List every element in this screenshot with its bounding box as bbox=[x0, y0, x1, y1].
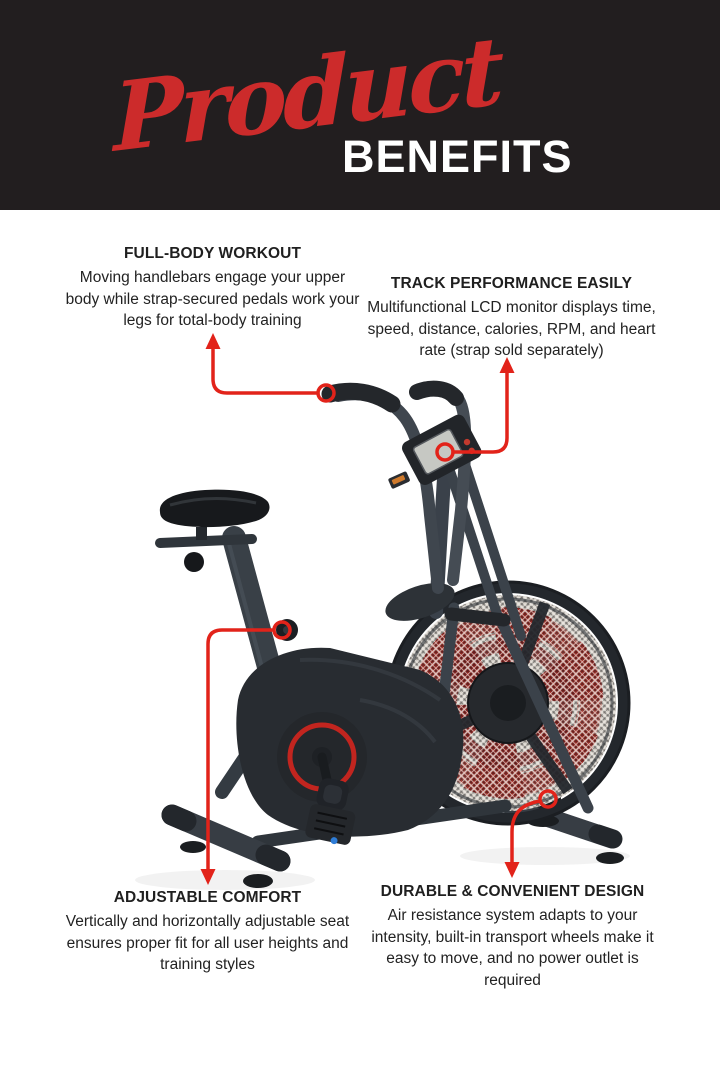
leveling-foot bbox=[527, 815, 559, 827]
seat-assembly bbox=[155, 489, 298, 712]
arrowhead-up-icon bbox=[205, 333, 221, 349]
connector-line-full-body bbox=[211, 345, 320, 395]
wheel-rim bbox=[388, 583, 628, 823]
front-post bbox=[429, 421, 454, 619]
callout-title: TRACK PERFORMANCE EASILY bbox=[390, 275, 633, 292]
console-monitor bbox=[402, 414, 482, 485]
callout-durable-design: DURABLE & CONVENIENT DESIGN Air resistan… bbox=[365, 882, 660, 991]
leveling-foot bbox=[180, 841, 206, 853]
seat-rail bbox=[155, 534, 257, 548]
callout-title: ADJUSTABLE COMFORT bbox=[113, 889, 302, 906]
wheel-spokes bbox=[408, 601, 573, 795]
leveling-foot bbox=[243, 874, 273, 888]
console-button bbox=[463, 438, 471, 446]
callout-body: Air resistance system adapts to your int… bbox=[371, 907, 654, 989]
seat-rail-knob bbox=[184, 552, 204, 572]
connector-line-durable bbox=[510, 799, 542, 866]
wheel-handle bbox=[444, 607, 511, 627]
front-stabilizer bbox=[161, 721, 291, 888]
bike-frame bbox=[251, 421, 594, 849]
callout-adjustable-comfort: ADJUSTABLE COMFORT Vertically and horizo… bbox=[60, 888, 355, 976]
fan-wheel bbox=[385, 580, 631, 826]
seat-post bbox=[222, 526, 290, 712]
header-title-word: BENEFITS bbox=[342, 131, 573, 182]
connector-line-performance bbox=[451, 369, 509, 454]
connector-line-comfort bbox=[206, 628, 276, 873]
arrowhead-down-icon bbox=[200, 869, 216, 885]
console-button bbox=[468, 447, 475, 455]
handlebars bbox=[321, 380, 472, 594]
leveling-foot bbox=[596, 852, 624, 864]
center-rail bbox=[251, 799, 512, 849]
fan-blades bbox=[412, 607, 604, 799]
brand-logo-plate bbox=[388, 471, 410, 489]
rear-stabilizer bbox=[477, 786, 624, 864]
callout-annotations bbox=[200, 333, 558, 885]
pedal bbox=[305, 778, 356, 845]
left-handlebar-grip bbox=[321, 382, 401, 413]
drive-housing bbox=[236, 583, 464, 845]
crank-red-ring bbox=[287, 722, 357, 792]
arrowhead-down-icon bbox=[504, 862, 520, 878]
callout-title: FULL-BODY WORKOUT bbox=[123, 245, 302, 262]
callout-body: Moving handlebars engage your upper body… bbox=[65, 269, 360, 329]
marker-ring-handlebar bbox=[316, 383, 336, 403]
pedal-blue-cap bbox=[330, 837, 338, 845]
crank-arm bbox=[317, 752, 339, 817]
fan-cage-mesh bbox=[400, 595, 616, 811]
marker-ring-monitor bbox=[435, 442, 455, 462]
callout-title: DURABLE & CONVENIENT DESIGN bbox=[380, 883, 645, 900]
left-handlebar-arm bbox=[332, 388, 444, 594]
marker-ring-seat-knob bbox=[272, 620, 292, 640]
callout-body: Vertically and horizontally adjustable s… bbox=[65, 913, 350, 973]
bike-illustration bbox=[135, 380, 631, 890]
lcd-screen bbox=[412, 428, 464, 475]
wheel-hub bbox=[467, 662, 549, 744]
seat-adjust-knob bbox=[276, 619, 298, 641]
rear-upright bbox=[494, 612, 594, 814]
callout-body: Multifunctional LCD monitor displays tim… bbox=[367, 299, 656, 359]
callout-track-performance: TRACK PERFORMANCE EASILY Multifunctional… bbox=[364, 274, 659, 362]
callout-full-body-workout: FULL-BODY WORKOUT Moving handlebars enga… bbox=[65, 244, 360, 332]
floor-shadow bbox=[135, 870, 315, 890]
saddle bbox=[159, 489, 270, 528]
right-handlebar-grip bbox=[409, 380, 464, 406]
transport-wheel bbox=[535, 786, 561, 812]
marker-ring-transport-wheel bbox=[538, 789, 558, 809]
floor-shadow bbox=[460, 847, 630, 865]
header-banner: Product BENEFITS bbox=[0, 0, 720, 210]
right-handlebar-arm bbox=[414, 382, 472, 586]
